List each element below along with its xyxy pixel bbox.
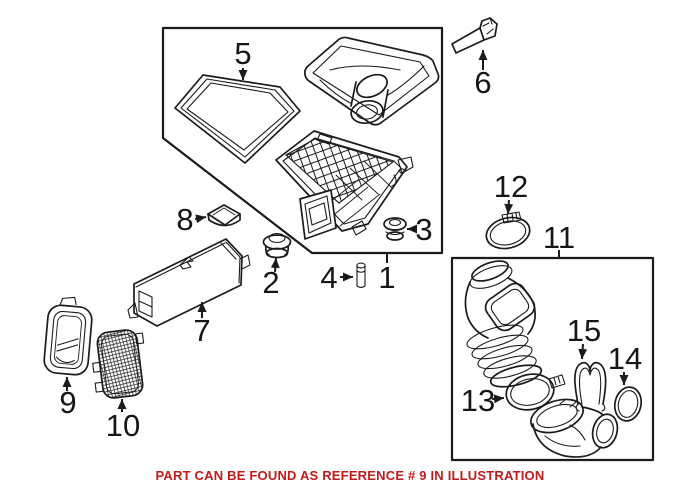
mesh-grille (92, 329, 145, 399)
callout-15: 15 (567, 313, 601, 360)
callout-3: 3 (407, 212, 433, 247)
callout-6: 6 (474, 50, 492, 100)
callouts: 1 2 3 4 5 6 7 8 (59, 36, 642, 443)
callout-8-number: 8 (176, 202, 193, 237)
cover-cap (207, 204, 241, 227)
callout-12-number: 12 (494, 169, 528, 204)
sensor-bracket (451, 17, 498, 54)
callout-8-arrow (194, 214, 207, 224)
intake-duct (127, 238, 251, 327)
inlet-frame (43, 296, 93, 376)
callout-4-number: 4 (320, 260, 337, 295)
reference-note: PART CAN BE FOUND AS REFERENCE # 9 IN IL… (155, 468, 545, 483)
spring-clip (574, 361, 607, 412)
callout-12-arrow (504, 199, 514, 215)
callout-14-number: 14 (608, 341, 642, 376)
callout-5: 5 (234, 36, 252, 80)
callout-14: 14 (608, 341, 642, 385)
callout-5-number: 5 (234, 36, 251, 71)
callout-2-number: 2 (262, 265, 279, 300)
callout-11: 11 (543, 220, 575, 257)
rubber-grommet-2 (262, 232, 292, 259)
o-ring-seal (613, 386, 643, 422)
callout-1-number: 1 (378, 260, 395, 295)
callout-15-number: 15 (567, 313, 601, 348)
callout-1: 1 (378, 253, 396, 295)
rubber-mount-3 (383, 217, 407, 241)
callout-12: 12 (494, 169, 528, 215)
callout-9: 9 (59, 377, 77, 420)
callout-6-number: 6 (474, 65, 491, 100)
callout-7: 7 (193, 302, 211, 348)
callout-13-number: 13 (461, 383, 495, 418)
callout-13-arrow (491, 394, 505, 404)
callout-2: 2 (262, 257, 280, 300)
hose-clamp-12 (485, 211, 531, 250)
retaining-pin (356, 262, 366, 289)
elbow-pipe (530, 398, 619, 458)
callout-15-arrow (578, 343, 588, 360)
callout-13: 13 (461, 383, 505, 418)
air-cleaner-housing (275, 130, 414, 240)
callout-4: 4 (320, 260, 353, 295)
hose-clamp-13 (505, 373, 566, 411)
callout-10-number: 10 (106, 408, 140, 443)
callout-11-number: 11 (543, 220, 575, 255)
intake-boot-hose (464, 260, 543, 388)
callout-7-number: 7 (193, 313, 210, 348)
callout-10: 10 (106, 399, 140, 443)
sub-assembly-outline-box (450, 256, 655, 462)
callout-2-arrow (270, 257, 280, 273)
callout-8: 8 (176, 202, 207, 237)
air-cleaner-cover (303, 36, 440, 126)
callout-3-number: 3 (415, 212, 432, 247)
callout-9-number: 9 (59, 385, 76, 420)
main-assembly-outline-box (161, 26, 444, 255)
air-filter-element (174, 74, 301, 164)
